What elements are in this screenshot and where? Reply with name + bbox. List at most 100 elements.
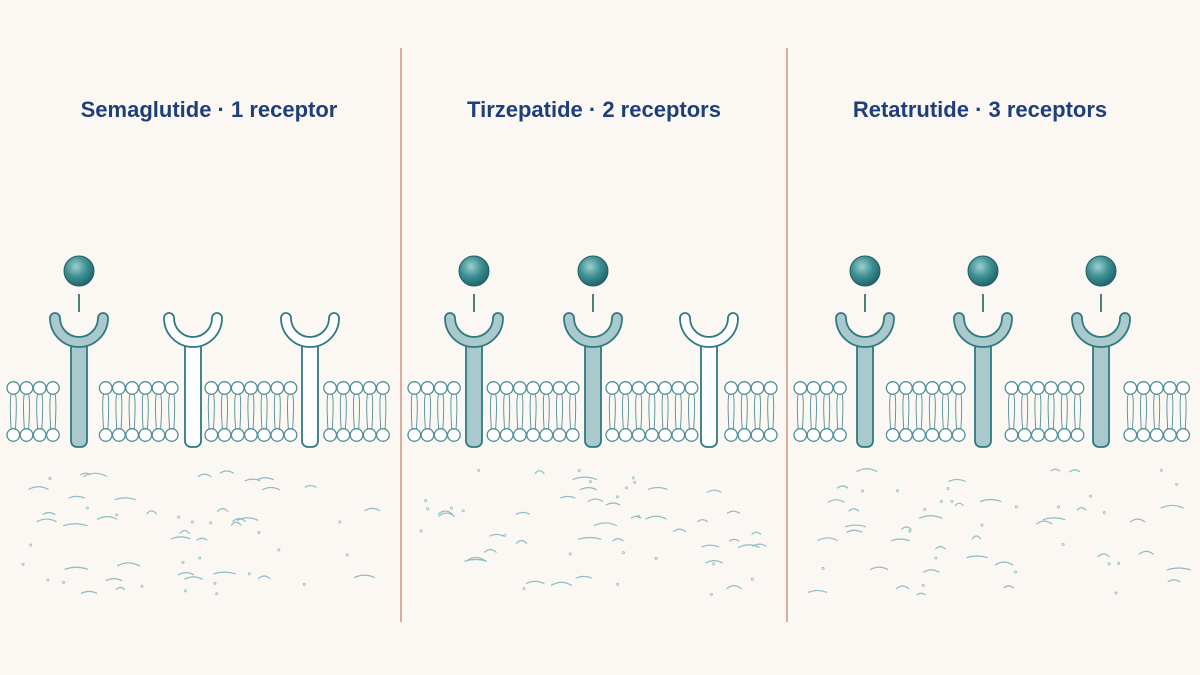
cytoplasm-mark: [146, 510, 157, 515]
lipid-molecule: [362, 381, 377, 442]
cytoplasm-mark: [550, 581, 572, 586]
cytoplasm-mark: [916, 592, 926, 596]
cytoplasm-mark: [256, 477, 274, 481]
cytoplasm-mark: [364, 507, 381, 512]
cytoplasm-mark: [572, 476, 598, 481]
cytoplasm-mark: [751, 531, 762, 535]
cytoplasm-dot: [1175, 482, 1179, 486]
cytoplasm-mark: [489, 533, 504, 537]
cytoplasm-mark: [994, 561, 1014, 566]
cytoplasm-mark: [28, 486, 49, 490]
cytoplasm-dot: [426, 507, 430, 511]
lipid-molecule: [565, 381, 580, 442]
cytoplasm-texture: [21, 470, 381, 596]
cytoplasm-mark: [647, 486, 668, 490]
lipid-molecule: [1044, 381, 1059, 442]
cytoplasm-mark: [184, 576, 203, 580]
y-shaped-receptor-icon: [1071, 312, 1131, 448]
cytoplasm-mark: [1097, 553, 1110, 558]
lipid-molecule: [912, 381, 927, 442]
cytoplasm-dot: [577, 468, 581, 472]
cytoplasm-mark: [844, 524, 867, 528]
lipid-molecule: [270, 381, 285, 442]
y-shaped-receptor-icon: [835, 312, 895, 448]
cytoplasm-mark: [580, 487, 597, 491]
cytoplasm-dot: [345, 553, 349, 557]
lipid-molecule: [806, 381, 821, 442]
cytoplasm-dot: [616, 582, 620, 586]
lipid-molecule: [819, 381, 834, 442]
ligand-sphere-icon: [63, 255, 95, 312]
y-shaped-receptor-icon: [280, 312, 340, 448]
cytoplasm-dot: [1117, 561, 1121, 565]
cytoplasm-mark: [257, 575, 271, 580]
cytoplasm-dot: [637, 514, 641, 518]
y-shaped-receptor-icon: [444, 312, 504, 448]
cytoplasm-dot: [183, 589, 187, 593]
cytoplasm-mark: [869, 566, 889, 571]
cytoplasm-mark: [36, 518, 57, 523]
lipid-molecule: [1070, 381, 1085, 442]
cytoplasm-dot: [177, 515, 181, 519]
lipid-molecule: [1136, 381, 1151, 442]
cytoplasm-mark: [515, 540, 528, 544]
cytoplasm-mark: [705, 560, 724, 564]
cytoplasm-dot: [213, 581, 217, 585]
y-shaped-receptor-icon: [163, 312, 223, 448]
cytoplasm-mark: [1003, 585, 1015, 589]
cytoplasm-mark: [807, 589, 827, 593]
cytoplasm-dot: [29, 543, 33, 547]
cytoplasm-mark: [1129, 518, 1146, 523]
panel-tirzepatide: Tirzepatide · 2 receptors: [407, 97, 778, 596]
cytoplasm-dot: [895, 489, 899, 493]
cytoplasm-mark: [752, 543, 767, 547]
cytoplasm-mark: [587, 498, 604, 502]
cytoplasm-mark: [80, 590, 98, 594]
lipid-molecule: [336, 381, 351, 442]
cytoplasm-mark: [697, 519, 708, 523]
cytoplasm-mark: [900, 526, 912, 530]
cytoplasm-dot: [631, 476, 635, 480]
cytoplasm-dot: [140, 584, 144, 588]
ligand-sphere-icon: [577, 255, 609, 312]
cytoplasm-mark: [179, 529, 190, 534]
ligand-sphere-icon: [458, 255, 490, 312]
lipid-molecule: [763, 381, 778, 442]
cytoplasm-mark: [304, 484, 317, 488]
cytoplasm-dot: [198, 556, 202, 560]
cytoplasm-dot: [615, 495, 619, 499]
cytoplasm-dot: [821, 566, 825, 570]
lipid-molecule: [45, 381, 60, 442]
cytoplasm-dot: [449, 506, 453, 510]
cytoplasm-mark: [1042, 517, 1066, 521]
cytoplasm-dot: [1061, 542, 1065, 546]
cytoplasm-mark: [232, 518, 246, 522]
lipid-molecule: [644, 381, 659, 442]
lipid-molecule: [164, 381, 179, 442]
cytoplasm-mark: [605, 502, 621, 506]
cytoplasm-mark: [1069, 469, 1081, 473]
cytoplasm-dot: [568, 552, 572, 556]
cytoplasm-dot: [934, 556, 938, 560]
y-shaped-receptor-icon: [953, 312, 1013, 448]
cytoplasm-mark: [836, 485, 849, 489]
lipid-molecule: [243, 381, 258, 442]
cytoplasm-mark: [954, 502, 964, 507]
cytoplasm-mark: [525, 580, 545, 585]
cytoplasm-mark: [42, 511, 56, 516]
cytoplasm-mark: [64, 566, 89, 570]
cytoplasm-mark: [827, 499, 845, 503]
cytoplasm-dot: [424, 499, 428, 503]
panel-title: Semaglutide · 1 receptor: [81, 97, 338, 122]
cytoplasm-dot: [48, 477, 52, 481]
cytoplasm-mark: [353, 574, 376, 579]
cytoplasm-mark: [515, 511, 530, 515]
lipid-molecule: [257, 381, 272, 442]
cytoplasm-dot: [1114, 591, 1118, 595]
lipid-molecule: [433, 381, 448, 442]
lipid-molecule: [1057, 381, 1072, 442]
cytoplasm-mark: [979, 498, 1002, 503]
lipid-molecule: [446, 381, 461, 442]
cytoplasm-dot: [1013, 570, 1017, 574]
cytoplasm-mark: [213, 571, 236, 575]
